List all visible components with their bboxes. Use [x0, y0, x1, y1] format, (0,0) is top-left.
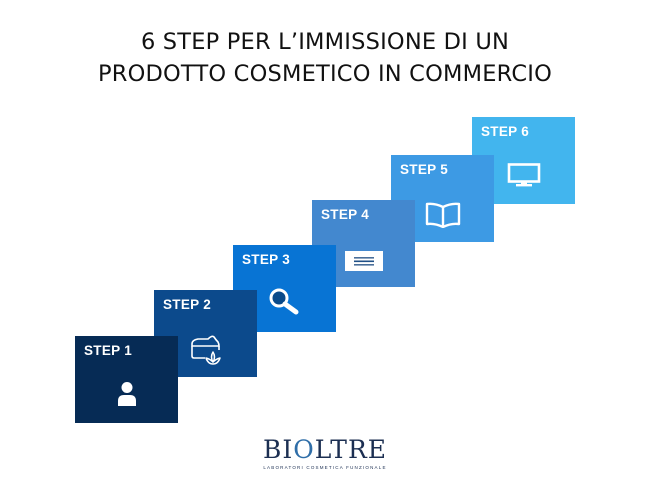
monitor-icon [472, 155, 575, 195]
step-3-label: STEP 3 [242, 252, 291, 267]
page-title: 6 STEP PER L’IMMISSIONE DI UN PRODOTTO C… [0, 26, 650, 90]
cream-jar-lotus-icon [154, 330, 257, 370]
open-book-icon [391, 195, 494, 235]
person-icon [75, 374, 178, 414]
step-6-label: STEP 6 [481, 124, 530, 139]
title-line-2: PRODOTTO COSMETICO IN COMMERCIO [97, 61, 553, 87]
step-4: STEP 4 [312, 200, 415, 287]
step-1-label: STEP 1 [84, 343, 133, 358]
step-1: STEP 1 [75, 336, 178, 423]
title-line-1: 6 STEP PER L’IMMISSIONE DI UN [140, 29, 510, 55]
document-lines-icon [312, 241, 415, 281]
brand-suffix: LTRE [314, 435, 388, 464]
step-5-label: STEP 5 [400, 162, 449, 177]
step-2-label: STEP 2 [163, 297, 212, 312]
step-4-label: STEP 4 [321, 207, 370, 222]
magnifier-icon [233, 282, 336, 322]
step-5: STEP 5 [391, 155, 494, 242]
brand-name: BIOLTRE [0, 437, 650, 463]
brand-tagline: LABORATORI COSMETICA FUNZIONALE [263, 465, 387, 470]
brand-prefix: BI [262, 435, 294, 464]
brand-logo: BIOLTRE LABORATORI COSMETICA FUNZIONALE [0, 437, 650, 471]
brand-o: O [293, 435, 315, 464]
